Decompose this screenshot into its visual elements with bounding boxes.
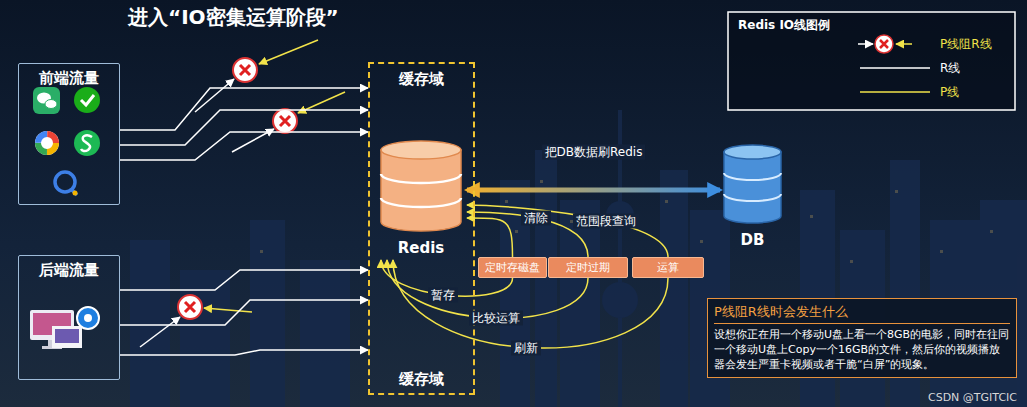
- edge-label: 把DB数据刷Redis: [542, 145, 646, 160]
- watermark: CSDN @TGITCIC: [928, 391, 1017, 405]
- traffic-box: 前端流量: [18, 63, 120, 205]
- lab-text: DB: [720, 230, 785, 250]
- db-art: [720, 142, 785, 232]
- legend-title: Redis IO线图例: [738, 17, 830, 33]
- page-title: 进入“IO密集运算阶段”: [128, 3, 339, 31]
- operation-box: 定时过期: [548, 257, 628, 278]
- db-cylinder: [720, 142, 785, 228]
- legend-text: R线: [940, 61, 960, 75]
- operation-box: 运算: [632, 257, 704, 278]
- legend-frame: [728, 12, 1015, 110]
- legend-text: P线阻R线: [940, 37, 992, 51]
- connector: [467, 188, 720, 193]
- connector: [120, 300, 368, 325]
- optext-text: 定时过期: [555, 260, 621, 275]
- edge-label: 比较运算: [469, 311, 523, 326]
- nhead-text: P线阻R线时会发生什么: [714, 303, 1010, 324]
- ctop-text: 缓存域: [370, 69, 473, 89]
- db-node: DB: [720, 142, 785, 252]
- operation-box: 定时存磁盘: [478, 257, 547, 278]
- skyline: [130, 110, 1027, 407]
- note-box: P线阻R线时会发生什么设想你正在用一个移动U盘上看一个8GB的电影，同时在往同一…: [707, 298, 1017, 378]
- block-marks: [140, 40, 345, 347]
- connector: [120, 350, 368, 355]
- connector: [467, 205, 668, 257]
- back-icons: [30, 307, 99, 349]
- lab-text: Redis: [375, 238, 467, 258]
- connector: [120, 88, 368, 130]
- edge-label: 范围段查询: [573, 213, 639, 228]
- legend-row: P线阻R线: [940, 36, 992, 52]
- legend-row: R线: [940, 60, 960, 76]
- front-icons: [33, 87, 100, 196]
- connector: [120, 132, 368, 160]
- edge-label: 暂存: [428, 287, 458, 302]
- cache-domain: 缓存域缓存域Redis: [368, 62, 475, 395]
- legend-row: P线: [940, 84, 959, 100]
- traffic-box: 后端流量: [18, 255, 120, 380]
- optext-text: 运算: [639, 260, 697, 275]
- legend-text: P线: [940, 85, 959, 99]
- cbot-text: 缓存域: [370, 369, 473, 389]
- connector: [120, 270, 368, 290]
- redis-art: [375, 138, 467, 238]
- connector: [120, 110, 368, 145]
- head-text: 前端流量: [19, 64, 119, 88]
- optext-text: 定时存磁盘: [485, 260, 540, 275]
- redis-cylinder: [375, 138, 467, 234]
- nbody-text: 设想你正在用一个移动U盘上看一个8GB的电影，同时在往同一个移动U盘上Copy一…: [714, 327, 1010, 372]
- redis-node: Redis: [375, 138, 467, 260]
- edge-label: 清除: [521, 211, 551, 226]
- head-text: 后端流量: [19, 256, 119, 280]
- edge-label: 刷新: [511, 340, 541, 355]
